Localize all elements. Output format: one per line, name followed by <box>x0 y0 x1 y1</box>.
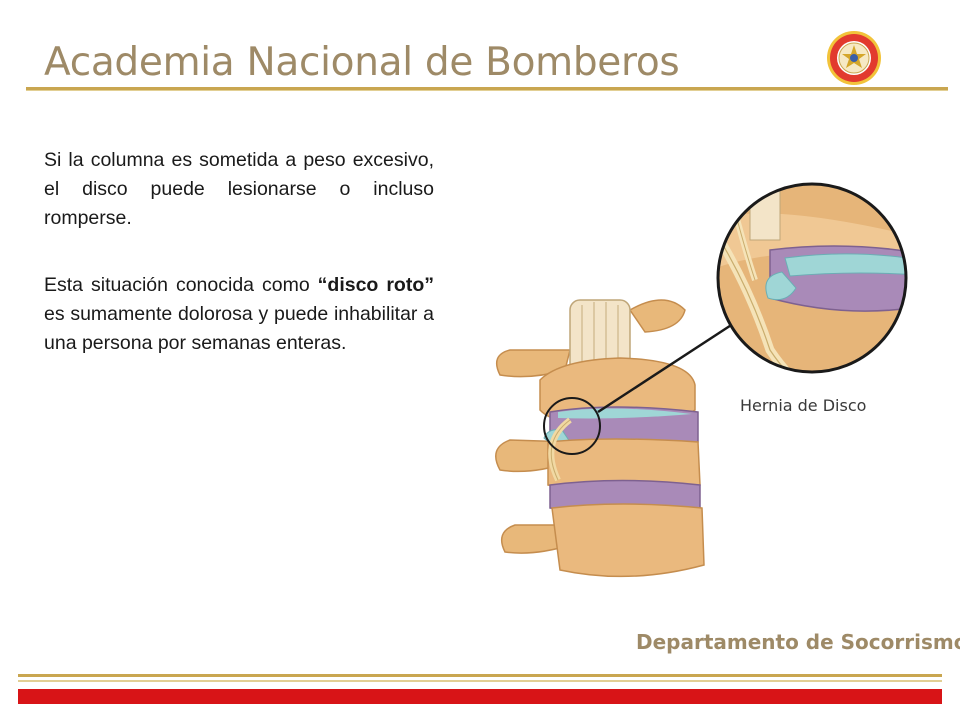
figure-label: Hernia de Disco <box>740 396 867 415</box>
header-title: Academia Nacional de Bomberos <box>44 40 680 85</box>
body-text: Si la columna es sometida a peso excesiv… <box>44 146 434 396</box>
paragraph-2-bold: “disco roto” <box>317 274 434 296</box>
header-rule <box>26 87 948 90</box>
paragraph-2: Esta situación conocida como “disco roto… <box>44 271 434 358</box>
paragraph-1: Si la columna es sometida a peso excesiv… <box>44 149 434 229</box>
footer-department: Departamento de Socorrismo <box>636 630 960 654</box>
paragraph-2-start: Esta situación conocida como <box>44 274 318 296</box>
header-rule-shadow <box>26 90 948 91</box>
footer-rule-gold-thin <box>18 680 942 682</box>
footer-red-band <box>18 689 942 704</box>
herniated-disc-illustration <box>495 182 908 578</box>
footer-rule-gold <box>18 674 942 677</box>
paragraph-2-end: es sumamente dolorosa y puede inhabilita… <box>44 303 434 354</box>
academy-emblem-icon <box>827 31 881 85</box>
